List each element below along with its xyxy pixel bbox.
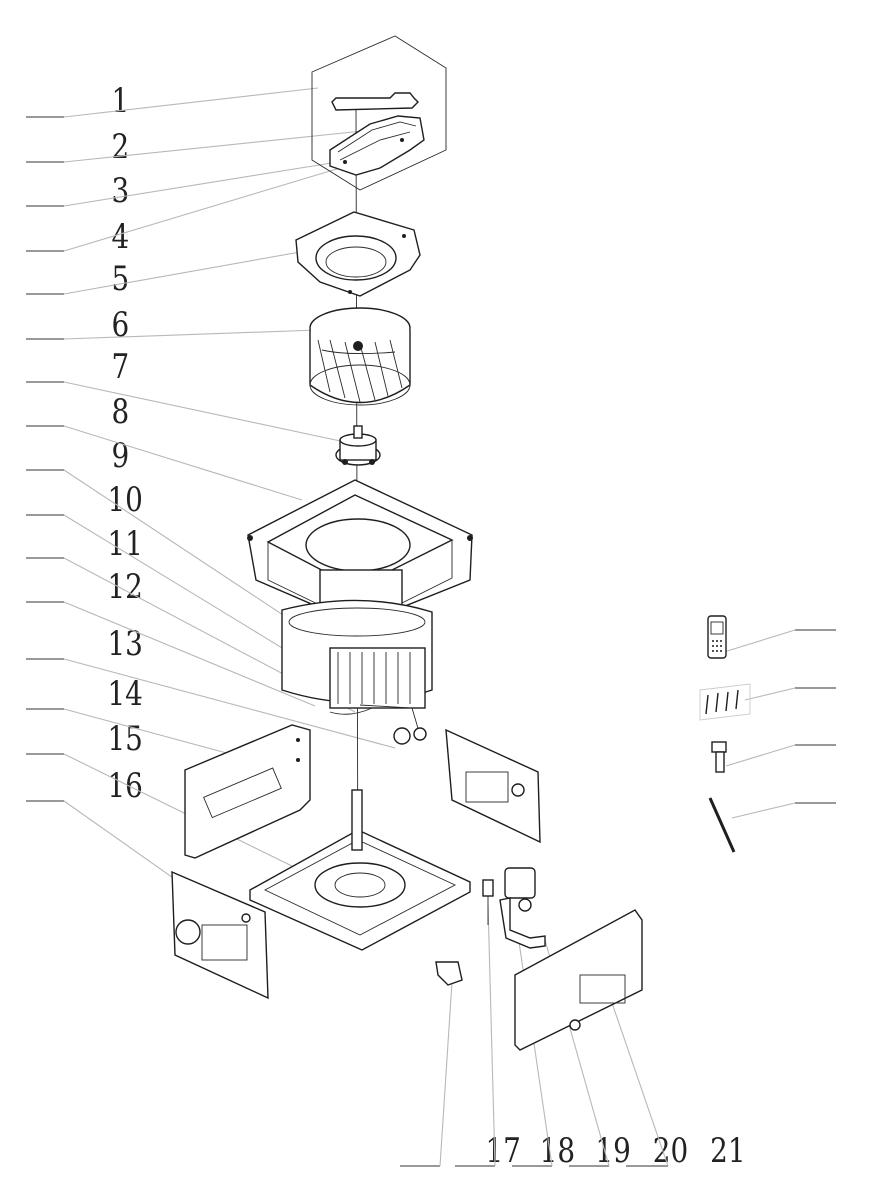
callout-7: 7 <box>112 347 130 386</box>
callout-3: 3 <box>112 171 130 210</box>
callout-6: 6 <box>112 305 130 344</box>
callout-5: 5 <box>112 259 130 298</box>
bottom-callouts: 17 18 19 20 21 <box>485 1131 745 1170</box>
front-panel-left <box>171 870 269 1000</box>
base-pan <box>249 789 471 951</box>
callout-1: 1 <box>112 81 130 120</box>
sensor-probe <box>482 879 494 925</box>
left-underlines <box>26 116 64 802</box>
callout-12: 12 <box>107 567 142 606</box>
connector-fitting <box>711 741 727 773</box>
callout-2: 2 <box>112 127 130 166</box>
control-box-group <box>311 35 447 191</box>
right-underlines <box>795 629 836 804</box>
callout-4: 4 <box>112 217 130 256</box>
drain-pump-assembly <box>499 867 546 949</box>
callout-8: 8 <box>112 392 130 431</box>
fan-bracket-plate <box>295 211 421 297</box>
fan-motor <box>335 425 381 466</box>
callout-11: 11 <box>107 524 142 563</box>
callout-18: 18 <box>540 1131 575 1170</box>
callout-10: 10 <box>107 480 142 519</box>
screws-set <box>699 683 751 721</box>
remote-controller <box>707 615 727 659</box>
connecting-hose <box>708 797 736 853</box>
side-panel-left <box>184 724 311 859</box>
callout-9: 9 <box>112 436 130 475</box>
main-chassis <box>247 479 473 615</box>
evaporator-drain-pan <box>281 599 433 745</box>
callout-17: 17 <box>485 1131 520 1170</box>
centrifugal-fan <box>309 307 411 406</box>
callout-14: 14 <box>107 674 142 713</box>
left-callouts: 1 2 3 4 5 6 7 8 9 10 11 12 13 14 15 16 <box>107 81 142 805</box>
callout-16: 16 <box>107 766 142 805</box>
callout-13: 13 <box>107 624 142 663</box>
side-panel-right <box>445 728 541 844</box>
float-switch <box>435 961 463 986</box>
front-panel-right <box>514 909 643 1051</box>
callout-21: 21 <box>710 1131 745 1170</box>
